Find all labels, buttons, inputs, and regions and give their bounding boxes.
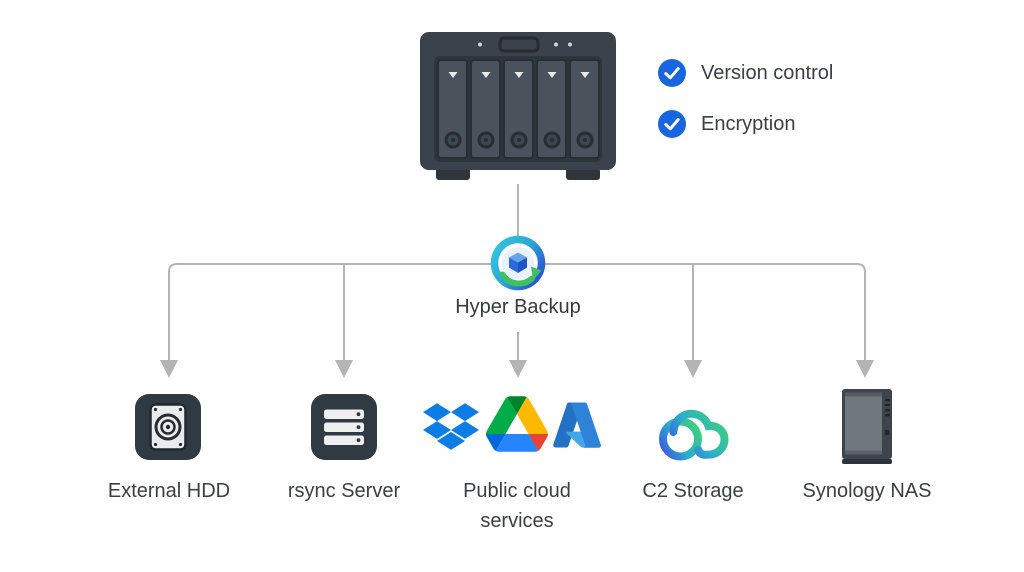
hyper-backup-label: Hyper Backup — [455, 296, 581, 318]
nas-drive-bay — [536, 59, 567, 159]
nas-status-leds — [885, 399, 890, 417]
check-circle-icon — [658, 59, 686, 87]
c2-cloud-icon — [659, 409, 729, 461]
dropbox-icon — [423, 403, 479, 450]
arrow-down-icon — [856, 360, 874, 378]
nas-leds — [478, 42, 572, 47]
hyper-backup-icon — [490, 235, 546, 291]
destination-label-line2: services — [480, 510, 554, 532]
cube-glyph — [509, 252, 527, 273]
synology-5bay-nas-illustration — [420, 32, 616, 180]
destination-label: C2 Storage — [642, 480, 744, 502]
google-drive-icon — [486, 396, 548, 452]
nas-foot — [566, 168, 600, 180]
nas-drive-bays — [437, 59, 600, 159]
rsync-server-icon — [311, 394, 377, 460]
external-hdd-icon — [135, 394, 201, 460]
nas-drive-bay — [470, 59, 501, 159]
nas-drive-bay — [569, 59, 600, 159]
feature-label: Version control — [701, 62, 834, 84]
feature-label: Encryption — [701, 113, 796, 135]
check-circle-icon — [658, 110, 686, 138]
rotate-arrow-glyph — [499, 266, 542, 287]
destination-label: Synology NAS — [802, 480, 932, 502]
nas-drive-bay — [503, 59, 534, 159]
nas-foot — [436, 168, 470, 180]
nas-drive-bay — [437, 59, 468, 159]
nas-power-button — [885, 430, 890, 435]
synology-tower-nas-icon — [842, 389, 892, 464]
destination-label: rsync Server — [287, 480, 401, 502]
feature-item-encryption: Encryption — [658, 110, 796, 138]
azure-icon — [553, 402, 601, 448]
arrow-down-icon — [509, 360, 527, 378]
arrow-down-icon — [335, 360, 353, 378]
destination-label: External HDD — [107, 480, 231, 502]
arrow-down-icon — [160, 360, 178, 378]
destination-label-line1: Public cloud — [463, 480, 571, 502]
nas-handle — [498, 36, 540, 53]
arrow-down-icon — [684, 360, 702, 378]
destination-label: Public cloud services — [407, 476, 627, 536]
feature-item-version-control: Version control — [658, 59, 833, 87]
